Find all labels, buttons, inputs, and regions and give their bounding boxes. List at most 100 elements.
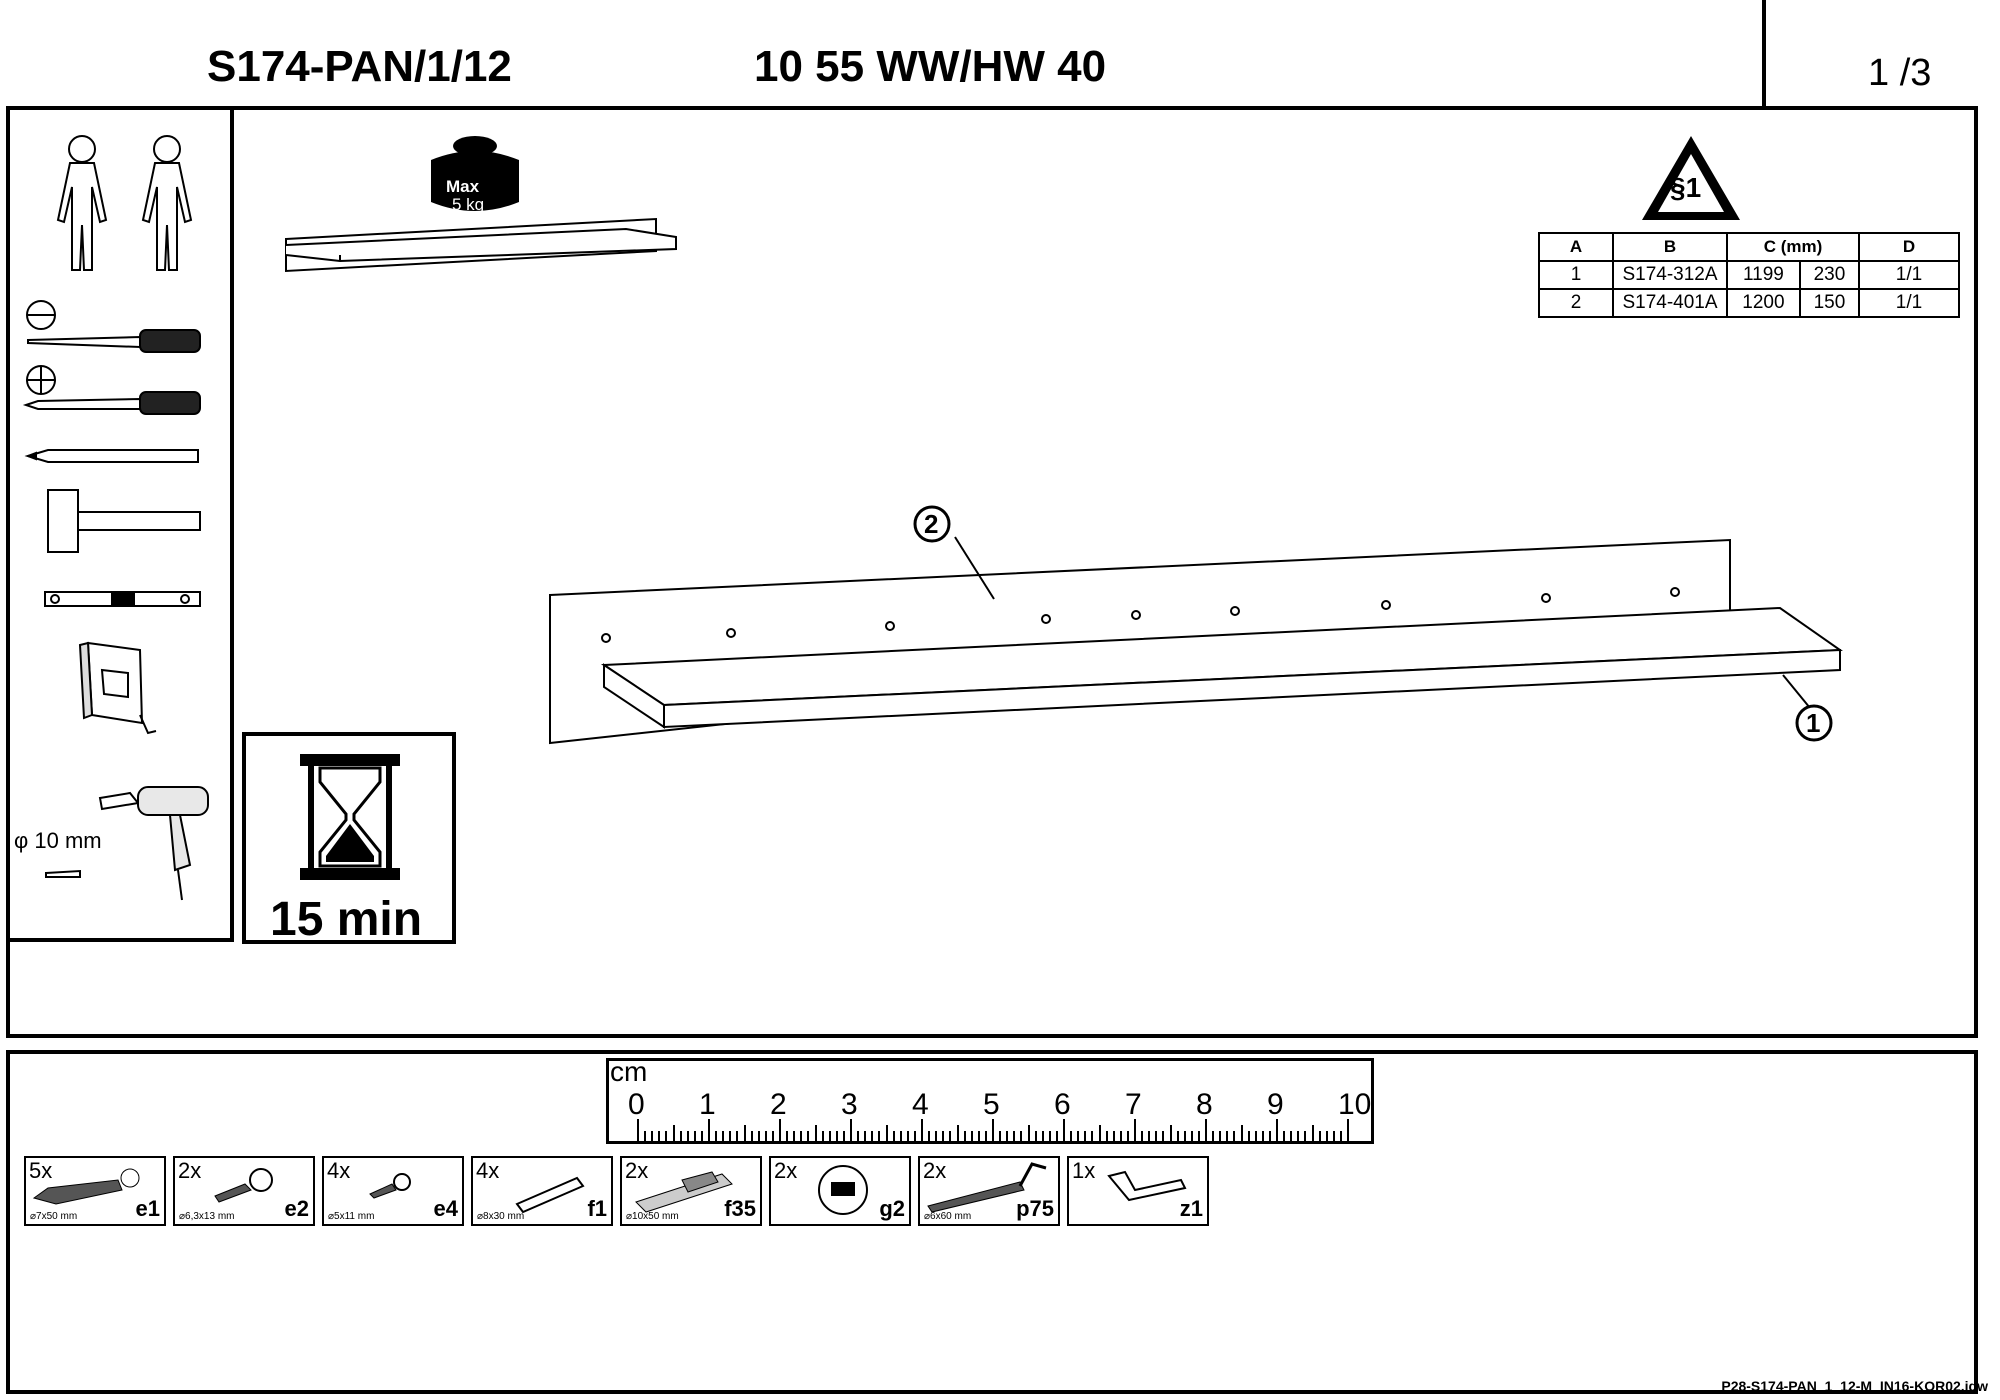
ruler-tick: [1162, 1131, 1165, 1141]
ruler-tick: [1148, 1131, 1151, 1141]
ruler-label: 7: [1125, 1088, 1142, 1121]
hardware-qty: 4x: [327, 1158, 351, 1183]
ruler-tick: [984, 1131, 987, 1141]
ruler-tick: [1041, 1131, 1044, 1141]
ruler-tick: [665, 1131, 668, 1141]
table-row: 1 S174-312A 1199 230 1/1: [1538, 260, 1960, 290]
hourglass-icon: [300, 754, 400, 880]
ruler-tick: [1240, 1125, 1243, 1141]
ruler-tick: [1205, 1119, 1207, 1141]
ruler-tick: [1134, 1119, 1136, 1141]
cell-c1: 1200: [1726, 288, 1801, 318]
ruler-tick: [693, 1131, 696, 1141]
ruler-tick: [722, 1131, 725, 1141]
pencil-icon: [24, 449, 199, 463]
shelf-assembly-drawing: [549, 536, 1843, 745]
tools-panel: [6, 106, 234, 942]
wall-plug-icon: [32, 1168, 140, 1205]
callout-label-1: 1: [1806, 708, 1821, 738]
ruler-tick: [672, 1125, 675, 1141]
col-c: C (mm): [1726, 232, 1860, 262]
ruler-tick: [1304, 1131, 1307, 1141]
ruler-tick: [1169, 1125, 1172, 1141]
ruler-tick: [949, 1131, 952, 1141]
hardware-size: ⌀8x30 mm: [477, 1211, 525, 1222]
ruler-tick: [871, 1131, 874, 1141]
allen-key-icon: [1107, 1170, 1187, 1202]
flat-screwdriver-icon: [26, 300, 201, 353]
ruler-tick: [1048, 1131, 1051, 1141]
cam-lock-icon: [818, 1165, 868, 1215]
col-d: D: [1858, 232, 1960, 262]
cell-c2: 150: [1798, 288, 1861, 318]
hook-screw-icon: [927, 1162, 1047, 1213]
ruler-tick: [999, 1131, 1002, 1141]
ruler-tick: [715, 1131, 718, 1141]
ruler-label: 1: [699, 1088, 716, 1121]
model-code: S174-PAN/1/12: [207, 42, 512, 91]
ruler-tick: [764, 1131, 767, 1141]
spirit-level-icon: [44, 591, 201, 607]
ruler-tick: [857, 1131, 860, 1141]
ruler-tick: [892, 1131, 895, 1141]
tape-measure-icon: [78, 641, 157, 735]
ruler-tick: [637, 1119, 639, 1141]
hardware-code: p75: [1016, 1196, 1054, 1221]
ruler-tick: [1247, 1131, 1250, 1141]
hammer-icon: [47, 489, 201, 553]
tools-illustrations: [22, 135, 209, 901]
ruler-tick: [878, 1131, 881, 1141]
hardware-size: ⌀5x11 mm: [328, 1211, 375, 1222]
hardware-qty: 4x: [476, 1158, 500, 1183]
ruler-tick: [1276, 1119, 1278, 1141]
ruler-tick: [736, 1131, 739, 1141]
ruler-tick: [1212, 1131, 1215, 1141]
shelf-board-part: [600, 606, 1843, 729]
ruler-tick: [835, 1131, 838, 1141]
ruler-tick: [1013, 1131, 1016, 1141]
ruler-tick: [1268, 1131, 1271, 1141]
footer-file-code: P28-S174-PAN_1_12-M_IN16-KOR02.idw: [1721, 1378, 1988, 1394]
hardware-qty: 2x: [178, 1158, 202, 1183]
ruler-tick: [1254, 1131, 1257, 1141]
ruler-tick: [679, 1131, 682, 1141]
cell-d: 1/1: [1858, 260, 1960, 290]
ruler-tick: [1098, 1125, 1101, 1141]
drill-icon: [45, 786, 209, 901]
ruler-tick: [885, 1125, 888, 1141]
small-screw-icon: [369, 1173, 411, 1199]
ruler-tick: [1290, 1131, 1293, 1141]
ruler-tick: [644, 1131, 647, 1141]
ruler-tick: [686, 1131, 689, 1141]
ruler-tick: [1219, 1131, 1222, 1141]
ruler-tick: [1176, 1131, 1179, 1141]
ruler-tick: [821, 1131, 824, 1141]
ruler-tick: [992, 1119, 994, 1141]
ruler-tick: [1283, 1131, 1286, 1141]
ruler-tick: [1063, 1119, 1065, 1141]
loaded-shelf-icon: [285, 217, 677, 273]
ruler-tick: [1119, 1131, 1122, 1141]
ruler-tick: [1297, 1131, 1300, 1141]
weight-limit-icon: [431, 136, 519, 211]
ruler-tick: [1155, 1131, 1158, 1141]
expansion-anchor-icon: [635, 1171, 733, 1213]
ruler-tick: [771, 1131, 774, 1141]
hardware-size: ⌀6x60 mm: [924, 1211, 972, 1222]
ruler-tick: [651, 1131, 654, 1141]
ruler-tick: [750, 1131, 753, 1141]
ruler-tick: [850, 1119, 852, 1141]
ruler-tick: [1105, 1131, 1108, 1141]
ruler-tick: [963, 1131, 966, 1141]
ruler-tick: [1332, 1131, 1335, 1141]
ruler-tick: [1034, 1131, 1037, 1141]
hardware-qty: 1x: [1072, 1158, 1096, 1183]
callout-circle-1: [1795, 704, 1833, 742]
col-a: A: [1538, 232, 1614, 262]
col-b: B: [1612, 232, 1728, 262]
phillips-screwdriver-icon: [22, 365, 201, 415]
warning-symbol: §1: [1670, 172, 1702, 203]
cell-a: 1: [1538, 260, 1614, 290]
